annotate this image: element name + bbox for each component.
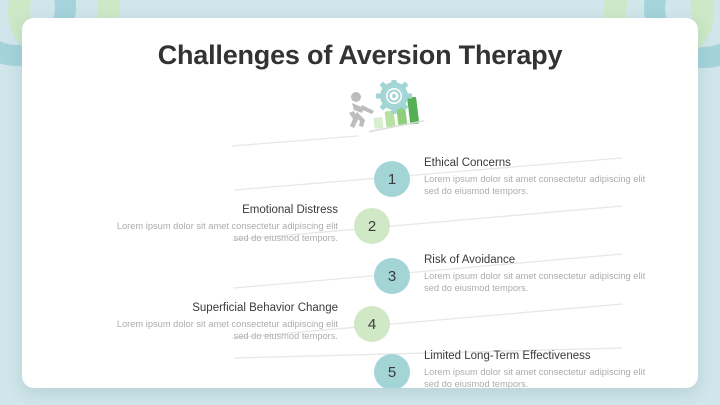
step-text-1: Ethical Concerns Lorem ipsum dolor sit a… bbox=[424, 156, 654, 198]
step-number-4: 4 bbox=[367, 315, 377, 333]
step-circle-5[interactable]: 5 bbox=[374, 354, 410, 388]
step-text-3: Risk of Avoidance Lorem ipsum dolor sit … bbox=[424, 253, 654, 295]
page-title: Challenges of Aversion Therapy bbox=[157, 40, 563, 70]
step-text-4: Superficial Behavior Change Lorem ipsum … bbox=[108, 301, 338, 343]
step-number-5: 5 bbox=[387, 363, 397, 381]
person-pushing-growth-bars-gear-icon bbox=[349, 80, 424, 133]
step-text-2: Emotional Distress Lorem ipsum dolor sit… bbox=[108, 203, 338, 245]
step-title-5: Limited Long-Term Effectiveness bbox=[424, 350, 591, 362]
step-body-2: Lorem ipsum dolor sit amet consectetur a… bbox=[116, 221, 338, 244]
step-title-1: Ethical Concerns bbox=[424, 157, 511, 169]
step-text-5: Limited Long-Term Effectiveness Lorem ip… bbox=[424, 349, 654, 388]
step-title-2: Emotional Distress bbox=[242, 204, 338, 216]
step-number-2: 2 bbox=[367, 217, 377, 235]
step-number-1: 1 bbox=[387, 170, 397, 188]
step-body-4: Lorem ipsum dolor sit amet consectetur a… bbox=[116, 319, 338, 342]
step-circle-2[interactable]: 2 bbox=[354, 208, 390, 244]
step-number-3: 3 bbox=[387, 267, 397, 285]
step-title-4: Superficial Behavior Change bbox=[192, 302, 338, 314]
step-body-3: Lorem ipsum dolor sit amet consectetur a… bbox=[424, 271, 646, 294]
step-circle-3[interactable]: 3 bbox=[374, 258, 410, 294]
step-circle-1[interactable]: 1 bbox=[374, 161, 410, 197]
step-body-1: Lorem ipsum dolor sit amet consectetur a… bbox=[424, 174, 646, 197]
slide-card: Challenges of Aversion Therapy bbox=[22, 18, 698, 388]
step-circle-4[interactable]: 4 bbox=[354, 306, 390, 342]
zigzag-step-diagram: 1 Ethical Concerns Lorem ipsum dolor sit… bbox=[22, 18, 698, 388]
zigzag-connector-lines bbox=[231, 135, 623, 359]
step-title-3: Risk of Avoidance bbox=[424, 254, 516, 266]
step-body-5: Lorem ipsum dolor sit amet consectetur a… bbox=[424, 367, 646, 388]
